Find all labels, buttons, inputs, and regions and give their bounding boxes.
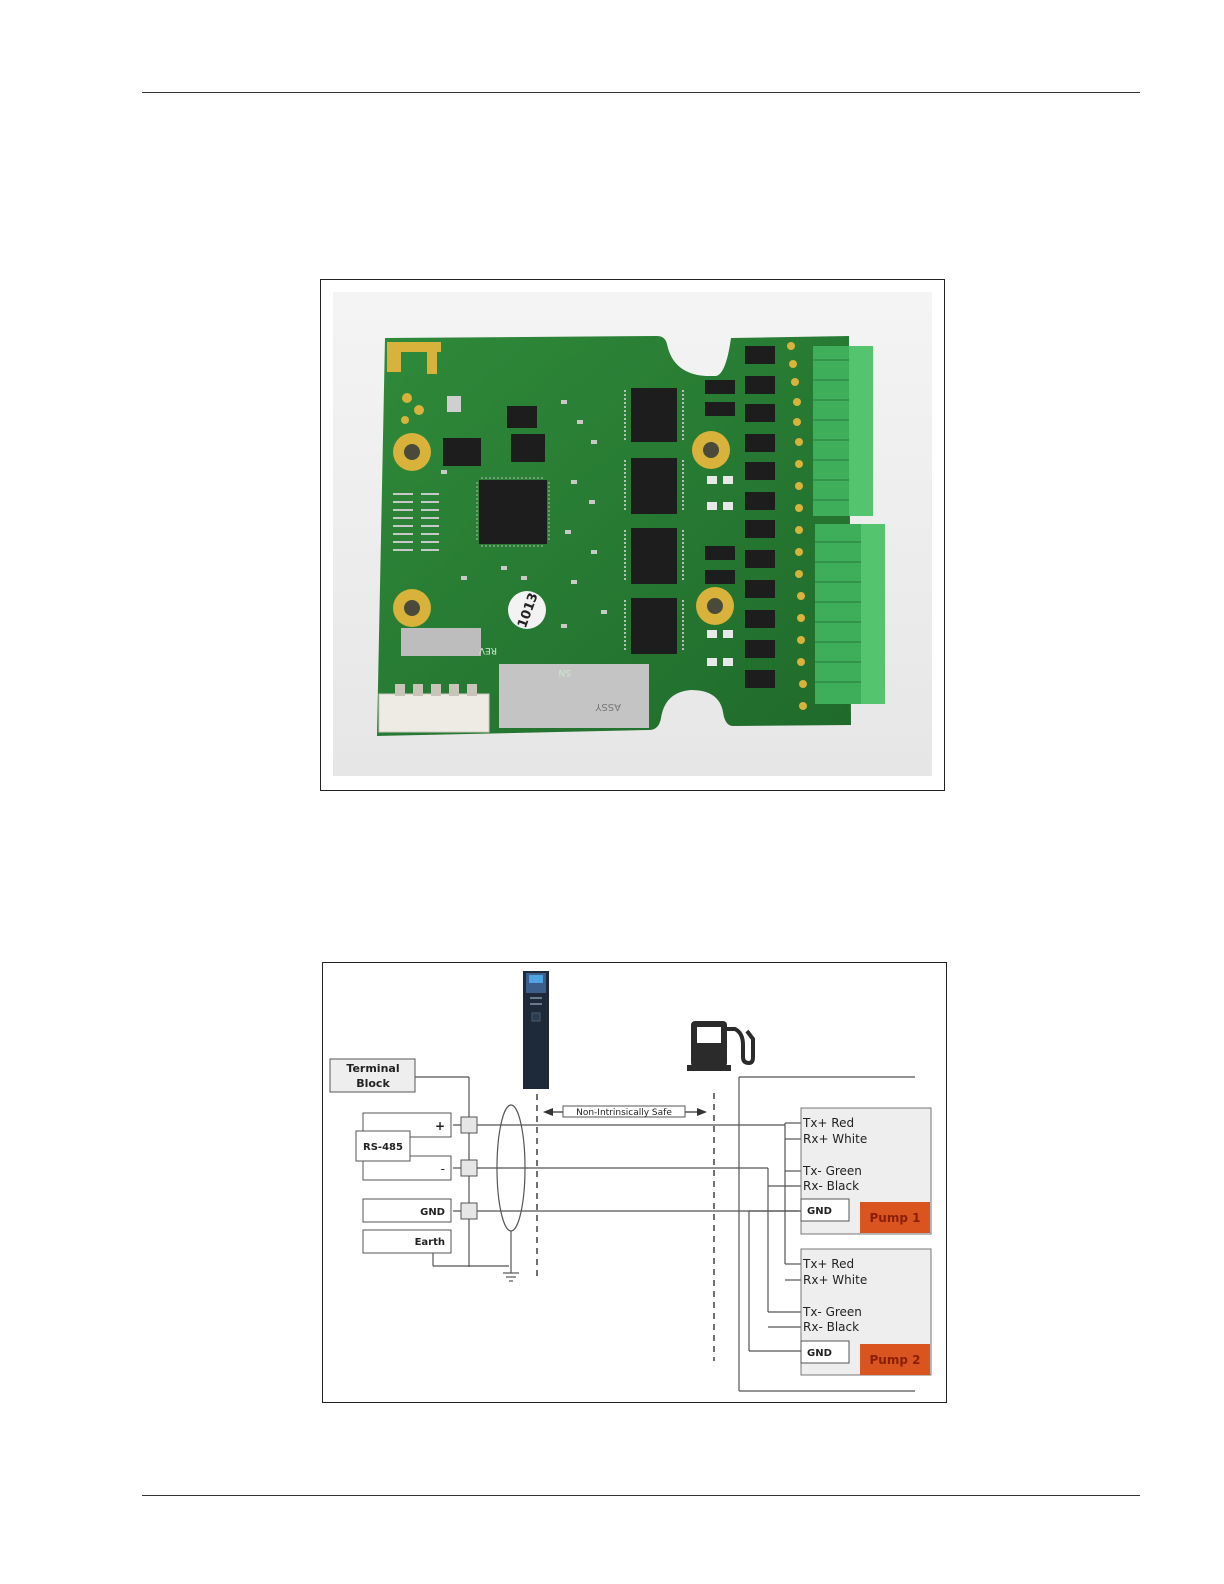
plus-label: + <box>435 1119 445 1133</box>
pcb-photo-frame: ASSY SN REV 1013 <box>320 279 945 791</box>
pump1-label: Pump 1 <box>870 1211 921 1225</box>
pump1-wire-2: Rx+ White <box>803 1132 867 1146</box>
minus-label: - <box>441 1162 445 1176</box>
assy-label <box>499 664 649 728</box>
sn-text: SN <box>559 667 571 677</box>
rs485-label: RS-485 <box>363 1142 403 1153</box>
terminal-block-label-2: Block <box>356 1077 390 1090</box>
pump2-wire-1: Tx+ Red <box>802 1257 854 1271</box>
pump1-wire-4: Rx- Black <box>803 1179 859 1193</box>
white-connector <box>379 694 489 732</box>
assy-text: ASSY <box>594 701 621 712</box>
wiring-diagram: Non-Intrinsically Safe Terminal Block + … <box>323 963 946 1402</box>
pump2-gnd: GND <box>807 1348 832 1359</box>
footer-rule <box>142 1495 1140 1496</box>
fuel-pump-icon <box>687 1021 753 1071</box>
mcu-chip <box>479 480 547 544</box>
rev-text: REV <box>478 645 497 655</box>
gnd-label: GND <box>420 1207 445 1218</box>
non-is-arrow: Non-Intrinsically Safe <box>543 1106 707 1118</box>
pump2-wire-2: Rx+ White <box>803 1273 867 1287</box>
pump2-wire-3: Tx- Green <box>802 1305 862 1319</box>
non-is-label: Non-Intrinsically Safe <box>576 1108 672 1118</box>
wiring-diagram-frame: Non-Intrinsically Safe Terminal Block + … <box>322 962 947 1403</box>
pump1-wire-3: Tx- Green <box>802 1164 862 1178</box>
earth-label: Earth <box>415 1237 445 1248</box>
pump1-gnd: GND <box>807 1206 832 1217</box>
pump2-wire-4: Rx- Black <box>803 1320 859 1334</box>
header-rule <box>142 92 1140 93</box>
pcb-photo: ASSY SN REV 1013 <box>321 280 944 790</box>
drive-icon <box>523 971 549 1089</box>
pump1-wire-1: Tx+ Red <box>802 1116 854 1130</box>
pump2-label: Pump 2 <box>870 1353 921 1367</box>
ground-symbol-icon <box>503 1273 519 1281</box>
terminal-block-label-1: Terminal <box>346 1062 399 1075</box>
